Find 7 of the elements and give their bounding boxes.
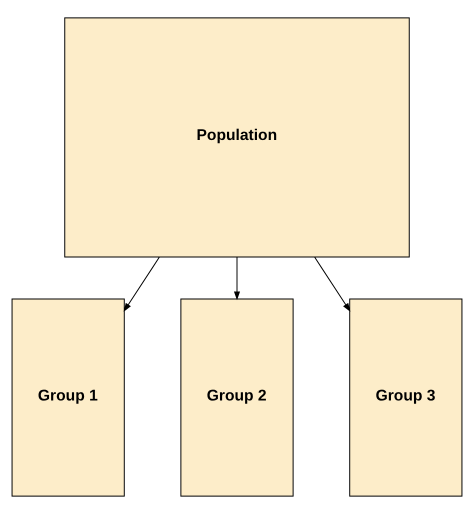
arrow <box>314 256 350 312</box>
arrow <box>234 256 240 300</box>
node-box: Population <box>64 17 410 258</box>
node-box: Group 3 <box>349 298 462 497</box>
node-box: Group 1 <box>12 298 125 497</box>
arrow <box>124 256 160 312</box>
node-box: Group 2 <box>180 298 294 497</box>
